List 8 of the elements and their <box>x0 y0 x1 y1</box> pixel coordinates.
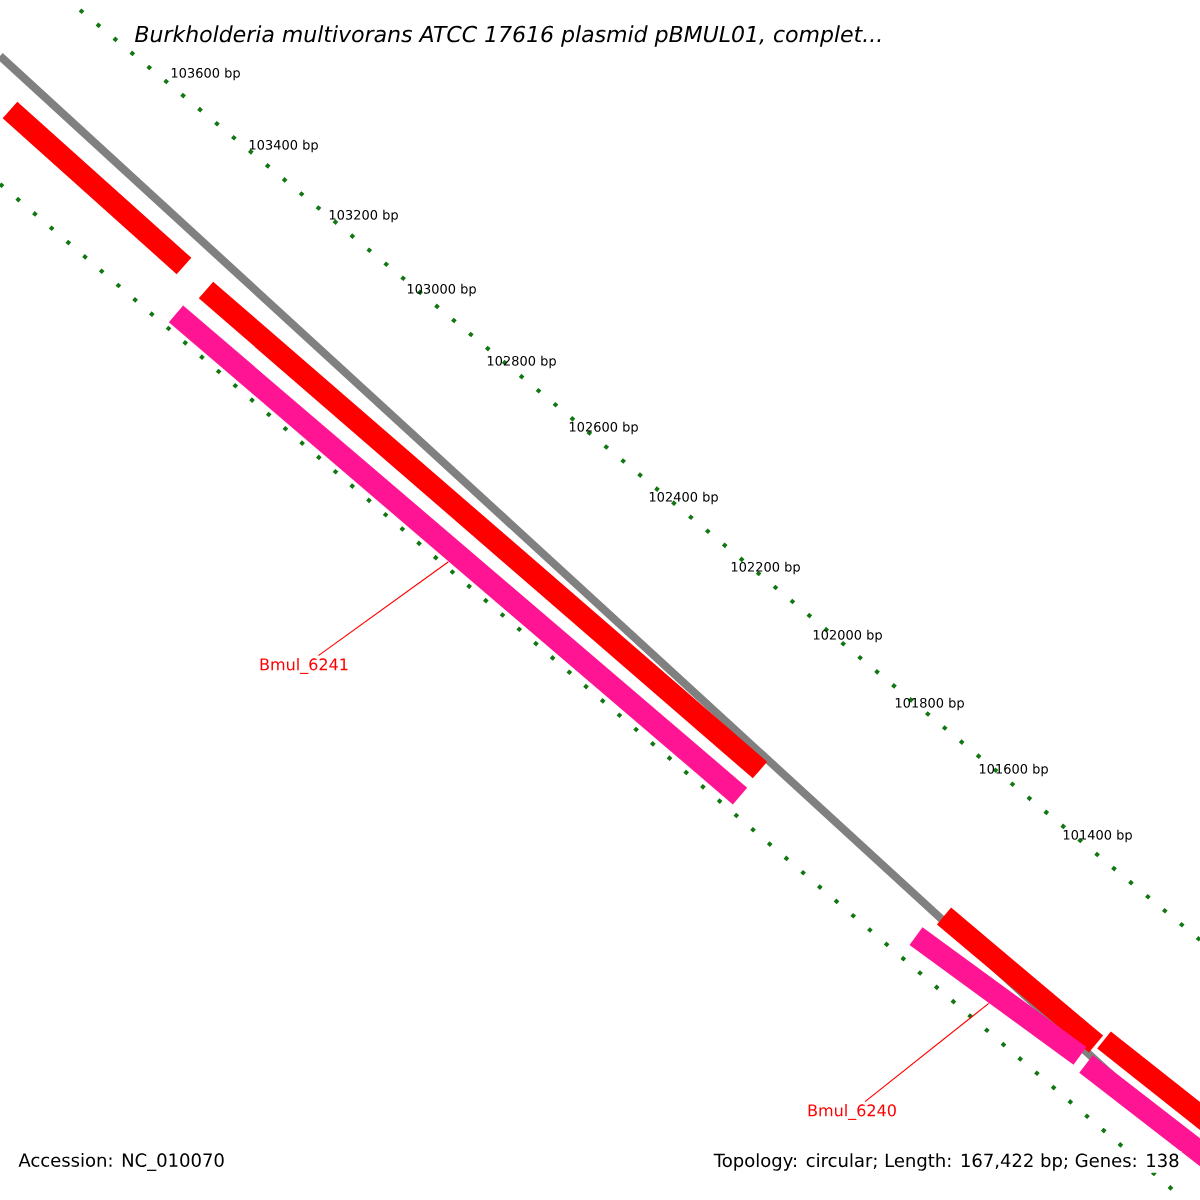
gene-bar <box>909 927 1087 1065</box>
gene-label: Bmul_6240 <box>808 1104 896 1120</box>
leader-line <box>864 1002 990 1103</box>
accession-text: Accession: NC_010070 <box>16 1151 227 1173</box>
title: Burkholderia multivorans ATCC 17616 plasmid pBMUL01, complet... <box>132 23 886 49</box>
gene-label: Bmul_6241 <box>260 658 348 674</box>
summary-text: Topology: circular; Length: 167,422 bp; Genes: 138 <box>711 1151 1182 1173</box>
leader-line <box>317 561 450 657</box>
